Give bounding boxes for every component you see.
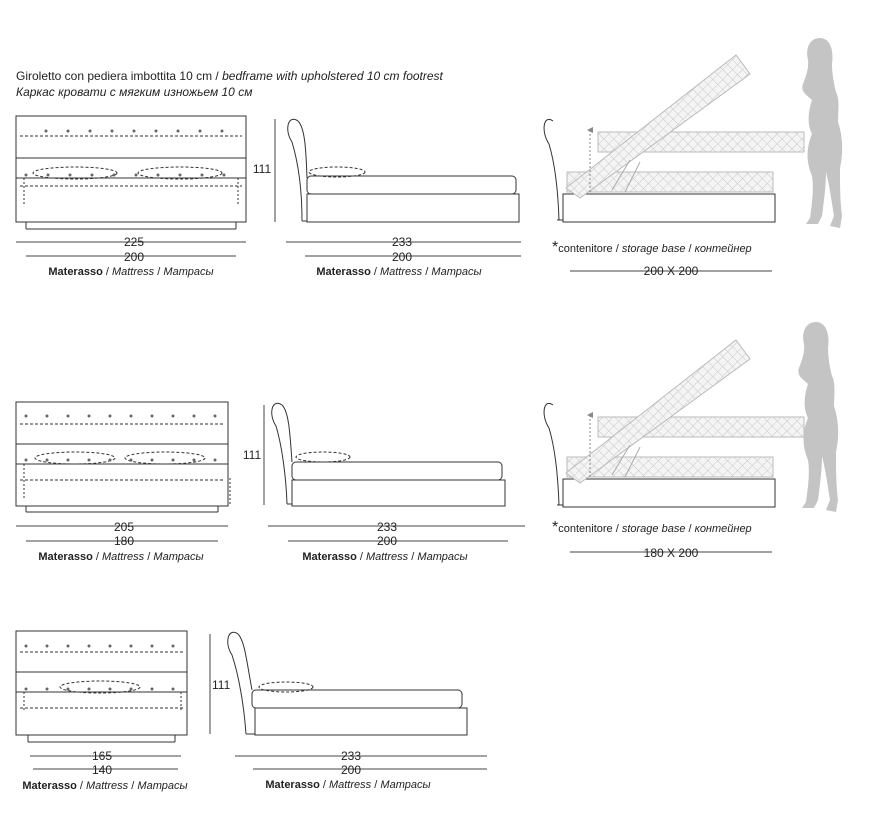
mattress-caption: Materasso / Mattress / Матрасы: [302, 551, 467, 563]
header-italian: Giroletto con pediera imbottita 10 cm /: [16, 69, 223, 83]
top-width-total: 165: [92, 749, 112, 763]
tufting-buttons: [24, 414, 217, 462]
side-length-total: 233: [341, 749, 361, 763]
mattress-caption: Materasso / Mattress / Матрасы: [22, 780, 187, 792]
mattress-caption: Materasso / Mattress / Матрасы: [48, 266, 213, 278]
storage-caption: *contenitore / storage base / контейнер: [552, 239, 752, 256]
height-dimension: 111: [209, 634, 231, 734]
storage-size: 180 X 200: [644, 546, 699, 560]
person-silhouette-icon: [802, 38, 843, 228]
header-russian: Каркас кровати с мягким изножьем 10 см: [16, 85, 253, 99]
tufting-buttons: [24, 644, 175, 691]
side-length-total: 233: [377, 520, 397, 534]
row-3: 111 165 140 233 200 Materasso / Mattress…: [15, 630, 487, 792]
storage-base-view: [543, 339, 805, 508]
top-view-205: [15, 401, 231, 513]
height-label: 111: [253, 162, 272, 176]
header-line-2: Каркас кровати с мягким изножьем 10 см: [16, 85, 252, 99]
top-width-total: 225: [124, 235, 144, 249]
side-length-mattress: 200: [392, 250, 412, 264]
header-line-1: Giroletto con pediera imbottita 10 cm / …: [16, 69, 443, 83]
mattress-caption: Materasso / Mattress / Матрасы: [38, 551, 203, 563]
mattress-caption: Materasso / Mattress / Матрасы: [316, 266, 481, 278]
height-label: 111: [212, 678, 231, 692]
row-2: 111 205 180: [15, 322, 839, 563]
side-view: [227, 631, 468, 736]
dimension-lines: [30, 755, 487, 770]
side-length-mattress: 200: [341, 763, 361, 777]
side-view: [271, 402, 506, 507]
dimension-lines: [16, 525, 772, 553]
height-dimension: 111: [243, 405, 265, 505]
header-english: bedframe with upholstered 10 cm footrest: [222, 69, 443, 83]
dimension-lines: [16, 241, 772, 272]
side-view: [287, 118, 520, 223]
row-1: 111: [15, 38, 843, 278]
top-width-mattress: 140: [92, 763, 112, 777]
side-length-mattress: 200: [377, 534, 397, 548]
height-dimension: 111: [253, 119, 276, 222]
top-width-mattress: 180: [114, 534, 134, 548]
storage-caption: *contenitore / storage base / контейнер: [552, 519, 752, 536]
top-width-mattress: 200: [124, 250, 144, 264]
top-width-total: 205: [114, 520, 134, 534]
top-view-165: [15, 630, 188, 743]
tufting-buttons: [24, 129, 226, 177]
storage-size: 200 X 200: [644, 264, 699, 278]
storage-base-view: [543, 54, 805, 223]
side-length-total: 233: [392, 235, 412, 249]
top-view-225: [15, 115, 247, 230]
mattress-caption: Materasso / Mattress / Матрасы: [265, 779, 430, 791]
person-silhouette-icon: [798, 322, 839, 512]
height-label: 111: [243, 448, 262, 462]
